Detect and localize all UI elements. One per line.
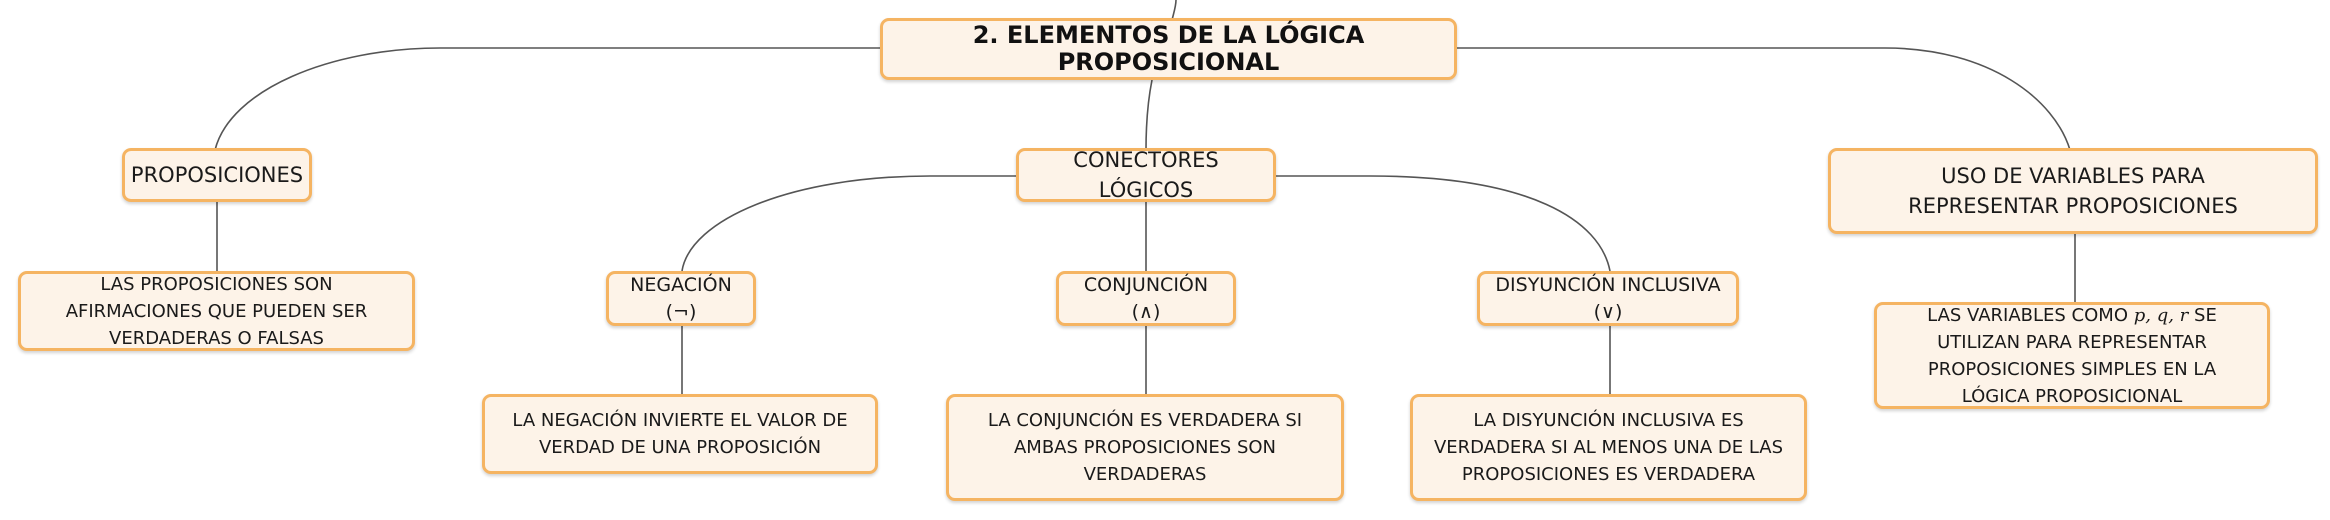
- root-node-label: 2. ELEMENTOS DE LA LÓGICA PROPOSICIONAL: [972, 21, 1365, 76]
- detail-node-proposiciones-text: LAS PROPOSICIONES SON AFIRMACIONES QUE P…: [65, 273, 368, 349]
- connector-node-negacion-label: NEGACIÓN (¬): [630, 273, 732, 323]
- branch-node-proposiciones[interactable]: PROPOSICIONES: [122, 148, 312, 202]
- detail-node-disyuncion-inclusiva[interactable]: LA DISYUNCIÓN INCLUSIVA ES VERDADERA SI …: [1410, 394, 1807, 501]
- detail-node-variables[interactable]: LAS VARIABLES COMO p, q, r SE UTILIZAN P…: [1874, 302, 2270, 409]
- detail-node-conjuncion[interactable]: LA CONJUNCIÓN ES VERDADERA SI AMBAS PROP…: [946, 394, 1344, 501]
- detail-node-variables-after: SE UTILIZAN PARA REPRESENTAR PROPOSICION…: [1927, 304, 2217, 407]
- connector-node-disyuncion-inclusiva[interactable]: DISYUNCIÓN INCLUSIVA (∨): [1477, 271, 1739, 326]
- detail-node-disyuncion-inclusiva-text: LA DISYUNCIÓN INCLUSIVA ES VERDADERA SI …: [1433, 410, 1784, 485]
- connector-node-conjuncion-label: CONJUNCIÓN (∧): [1083, 273, 1209, 323]
- connector-node-disyuncion-inclusiva-label: DISYUNCIÓN INCLUSIVA (∨): [1495, 273, 1721, 323]
- detail-node-negacion[interactable]: LA NEGACIÓN INVIERTE EL VALOR DE VERDAD …: [482, 394, 878, 474]
- connector-node-negacion[interactable]: NEGACIÓN (¬): [606, 271, 756, 326]
- detail-node-variables-text: LAS VARIABLES COMO p, q, r SE UTILIZAN P…: [1899, 302, 2245, 410]
- connector-root-proposiciones: [214, 47, 880, 151]
- branch-node-uso-de-variables-label: USO DE VARIABLES PARA REPRESENTAR PROPOS…: [1908, 164, 2238, 218]
- connector-conectores-disyuncion: [1275, 175, 1611, 272]
- detail-node-proposiciones[interactable]: LAS PROPOSICIONES SON AFIRMACIONES QUE P…: [18, 271, 415, 351]
- branch-node-conectores-logicos-label: CONECTORES LÓGICOS: [1073, 148, 1219, 202]
- root-node[interactable]: 2. ELEMENTOS DE LA LÓGICA PROPOSICIONAL: [880, 18, 1457, 80]
- detail-node-negacion-text: LA NEGACIÓN INVIERTE EL VALOR DE VERDAD …: [512, 410, 848, 458]
- connector-node-conjuncion[interactable]: CONJUNCIÓN (∧): [1056, 271, 1236, 326]
- branch-node-conectores-logicos[interactable]: CONECTORES LÓGICOS: [1016, 148, 1276, 202]
- detail-node-conjuncion-text: LA CONJUNCIÓN ES VERDADERA SI AMBAS PROP…: [987, 410, 1303, 485]
- connector-root-variables: [1455, 47, 2071, 151]
- detail-node-variables-symbols: p, q, r: [2133, 304, 2189, 326]
- connector-root-incoming: [1171, 0, 1177, 21]
- connector-conectores-negacion: [681, 175, 1018, 272]
- connector-root-conectores: [1145, 79, 1153, 151]
- branch-node-proposiciones-label: PROPOSICIONES: [130, 163, 304, 187]
- branch-node-uso-de-variables[interactable]: USO DE VARIABLES PARA REPRESENTAR PROPOS…: [1828, 148, 2318, 234]
- detail-node-variables-before: LAS VARIABLES COMO: [1927, 304, 2128, 326]
